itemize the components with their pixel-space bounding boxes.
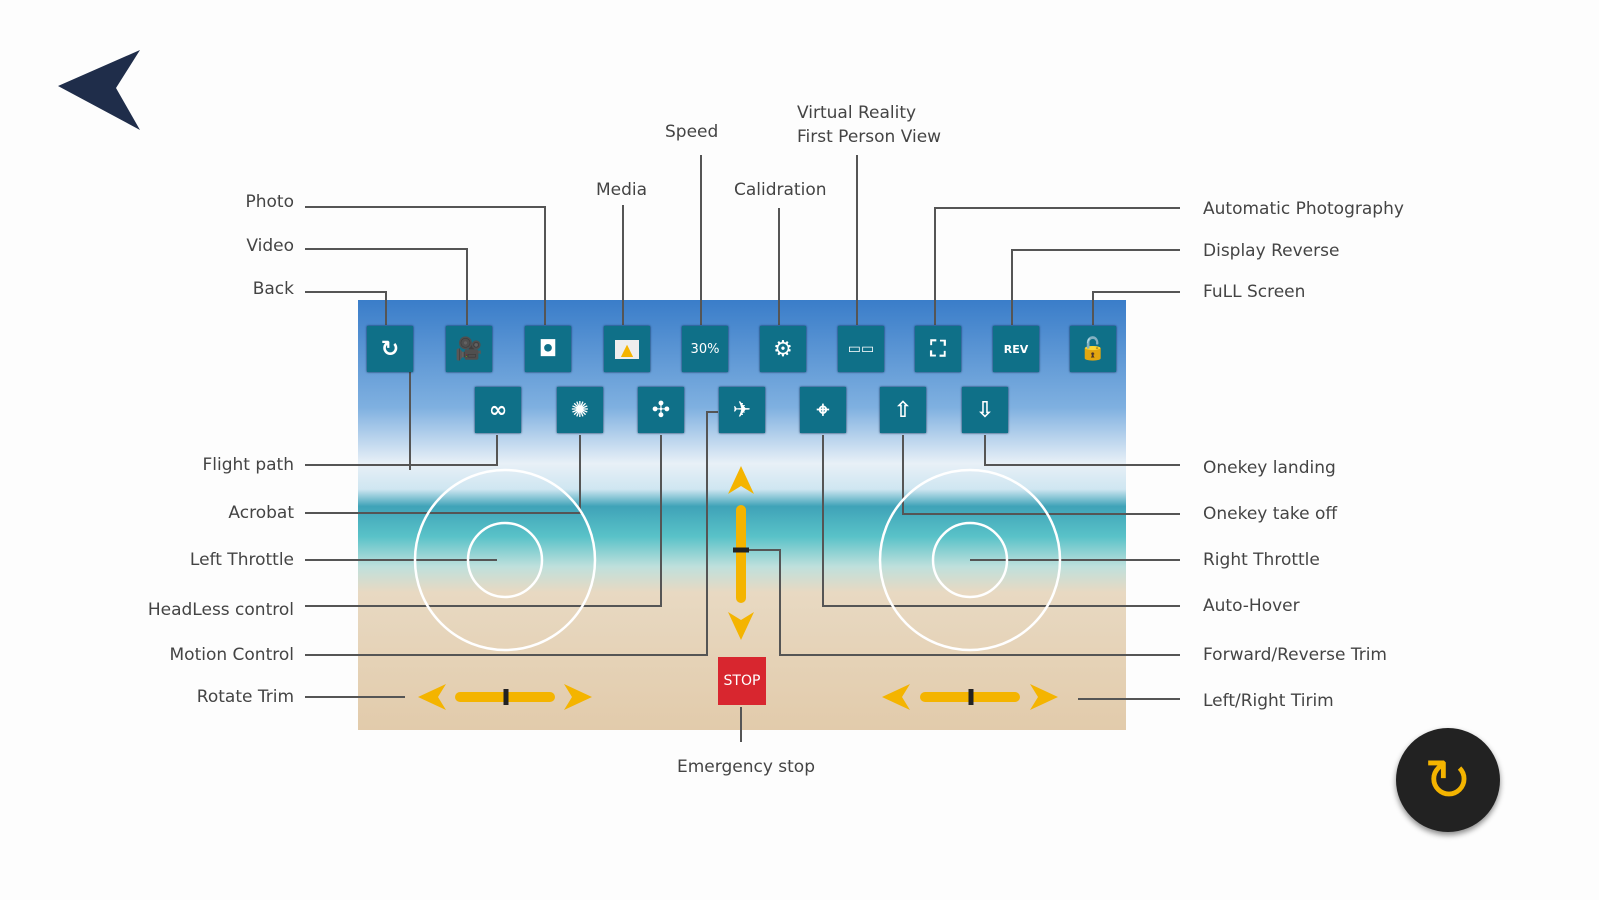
- emergency-stop-button[interactable]: STOP: [718, 657, 766, 705]
- label-forward-reverse-trim: Forward/Reverse Trim: [1203, 645, 1387, 665]
- acrobat-icon[interactable]: ✺: [557, 387, 603, 433]
- label-auto-hover: Auto-Hover: [1203, 596, 1300, 616]
- calibration-gear-icon[interactable]: ⚙: [760, 326, 806, 372]
- label-vr-line1: Virtual Reality: [797, 103, 917, 123]
- auto-hover-icon[interactable]: ⌖: [800, 387, 846, 433]
- label-flight-path: Flight path: [202, 455, 294, 475]
- full-screen-lock-icon[interactable]: 🔓: [1070, 326, 1116, 372]
- speed-icon[interactable]: 30%: [682, 326, 728, 372]
- photo-camera-icon[interactable]: ◘: [525, 326, 571, 372]
- label-onekey-takeoff: Onekey take off: [1203, 504, 1338, 524]
- onekey-takeoff-icon[interactable]: ⇧: [880, 387, 926, 433]
- label-calibration: Calidration: [734, 180, 827, 200]
- flight-path-icon[interactable]: ∞: [475, 387, 521, 433]
- label-full-screen: FuLL Screen: [1203, 282, 1306, 302]
- label-video: Video: [246, 236, 294, 256]
- label-motion-control: Motion Control: [169, 645, 295, 665]
- label-left-throttle: Left Throttle: [189, 550, 294, 570]
- label-photo: Photo: [245, 192, 295, 212]
- label-onekey-landing: Onekey landing: [1203, 458, 1336, 478]
- label-right-throttle: Right Throttle: [1203, 550, 1320, 570]
- label-headless: HeadLess control: [147, 600, 294, 620]
- headless-icon[interactable]: ✣: [638, 387, 684, 433]
- joysticks: [413, 468, 1062, 652]
- label-back: Back: [252, 279, 294, 299]
- video-icon[interactable]: 🎥: [446, 326, 492, 372]
- vr-icon[interactable]: ▭▭: [838, 326, 884, 372]
- back-arrow-icon[interactable]: [58, 50, 142, 134]
- media-icon[interactable]: ▲: [604, 326, 650, 372]
- label-vr-line2: First Person View: [797, 127, 942, 147]
- label-emergency-stop: Emergency stop: [677, 757, 816, 777]
- refresh-icon: ↻: [1423, 746, 1473, 814]
- refresh-button[interactable]: ↻: [1396, 728, 1500, 832]
- label-speed: Speed: [665, 122, 719, 142]
- label-media: Media: [596, 180, 648, 200]
- label-left-right-trim: Left/Right Tirim: [1203, 691, 1334, 711]
- label-auto-photography: Automatic Photography: [1203, 199, 1404, 219]
- onekey-landing-icon[interactable]: ⇩: [962, 387, 1008, 433]
- motion-control-icon[interactable]: ✈: [719, 387, 765, 433]
- label-acrobat: Acrobat: [228, 503, 294, 523]
- auto-photography-icon[interactable]: ⛶: [915, 326, 961, 372]
- display-reverse-icon[interactable]: REV: [993, 326, 1039, 372]
- back-icon[interactable]: ↻: [367, 326, 413, 372]
- label-display-reverse: Display Reverse: [1203, 241, 1340, 261]
- label-rotate-trim: Rotate Trim: [196, 687, 294, 707]
